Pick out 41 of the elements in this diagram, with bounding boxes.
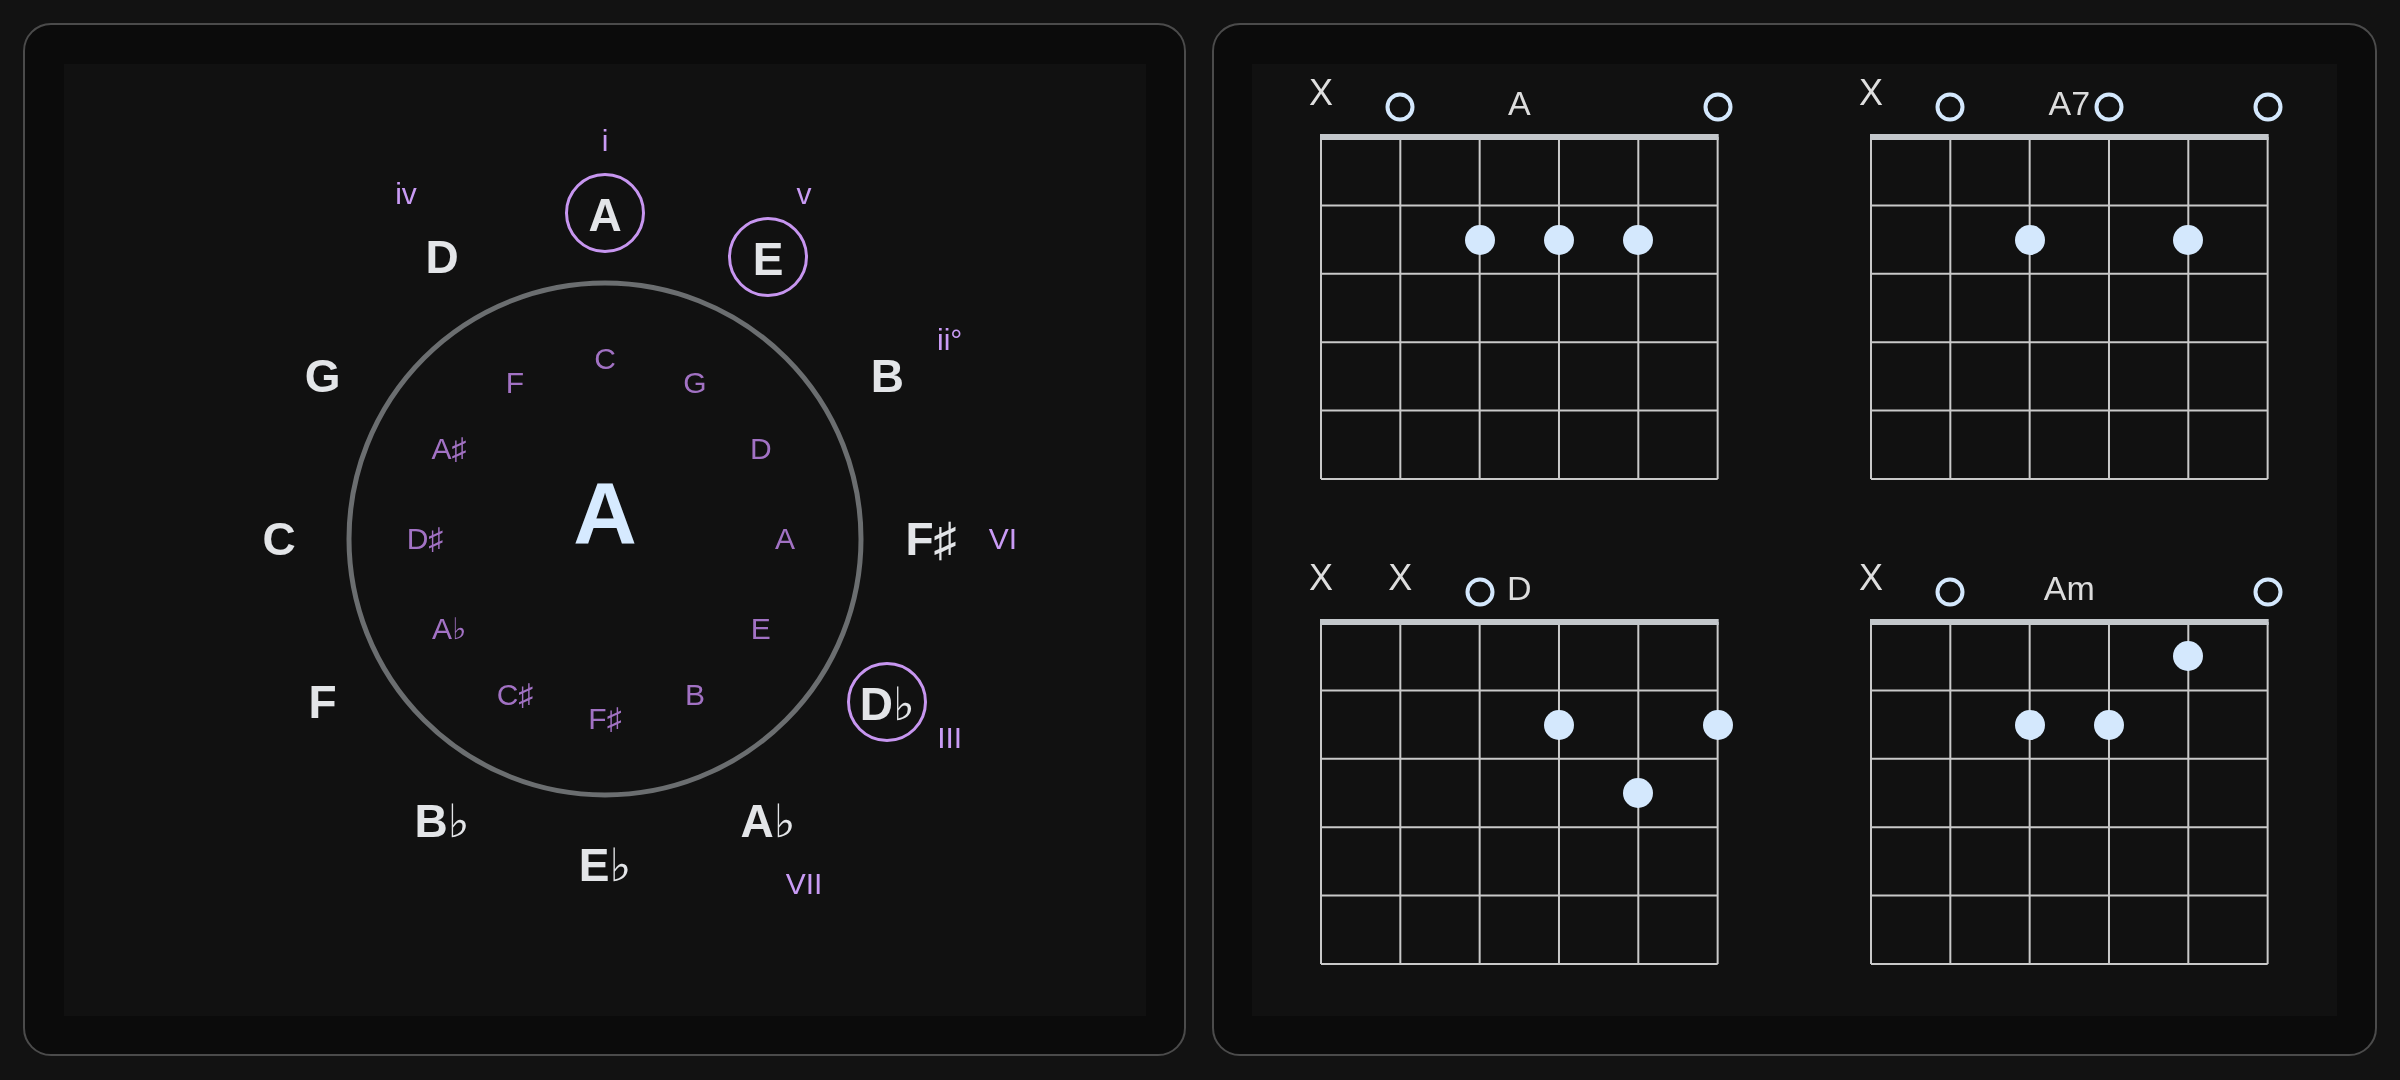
note-label: F [505, 368, 525, 399]
note-label: F♯ [588, 704, 622, 734]
note-label: D♭ [859, 681, 915, 727]
note-label: A♯ [431, 434, 467, 464]
chord-name: Am [2043, 571, 2095, 605]
note-label: B [870, 353, 904, 399]
note-label: E♭ [578, 842, 632, 888]
note-label: A [588, 192, 622, 238]
mute-mark: X [1309, 560, 1333, 596]
degree-label: III [937, 723, 963, 753]
degree-label: iv [395, 179, 417, 210]
note-label: D [425, 233, 459, 280]
degree-label: ii° [937, 325, 963, 355]
note-label: C [262, 516, 296, 562]
note-label: B♭ [414, 798, 470, 845]
degree-label: i [601, 126, 609, 156]
note-label: G [304, 353, 341, 399]
mute-mark: X [1309, 75, 1333, 111]
note-label: B [685, 679, 705, 710]
mute-mark: X [1859, 75, 1883, 111]
key-label: A [573, 469, 637, 557]
note-label: C [594, 344, 616, 374]
chord-name: A7 [2048, 86, 2091, 120]
degree-label: v [796, 179, 812, 210]
note-label: D [750, 434, 772, 464]
chord-name: A [1508, 86, 1531, 120]
note-label: A♭ [740, 798, 796, 845]
degree-label: VII [785, 868, 823, 899]
note-label: G [683, 368, 707, 399]
note-label: C♯ [496, 679, 534, 710]
note-label: E [750, 614, 771, 644]
degree-label: VI [988, 524, 1018, 554]
note-label: A♭ [432, 614, 467, 644]
mute-mark: X [1859, 560, 1883, 596]
note-label: A [775, 524, 795, 554]
chord-name: D [1507, 571, 1532, 605]
mute-mark: X [1388, 560, 1413, 596]
note-label: F [308, 679, 337, 725]
note-label: F♯ [905, 516, 957, 562]
note-label: E [752, 235, 784, 282]
note-label: D♯ [406, 524, 444, 554]
